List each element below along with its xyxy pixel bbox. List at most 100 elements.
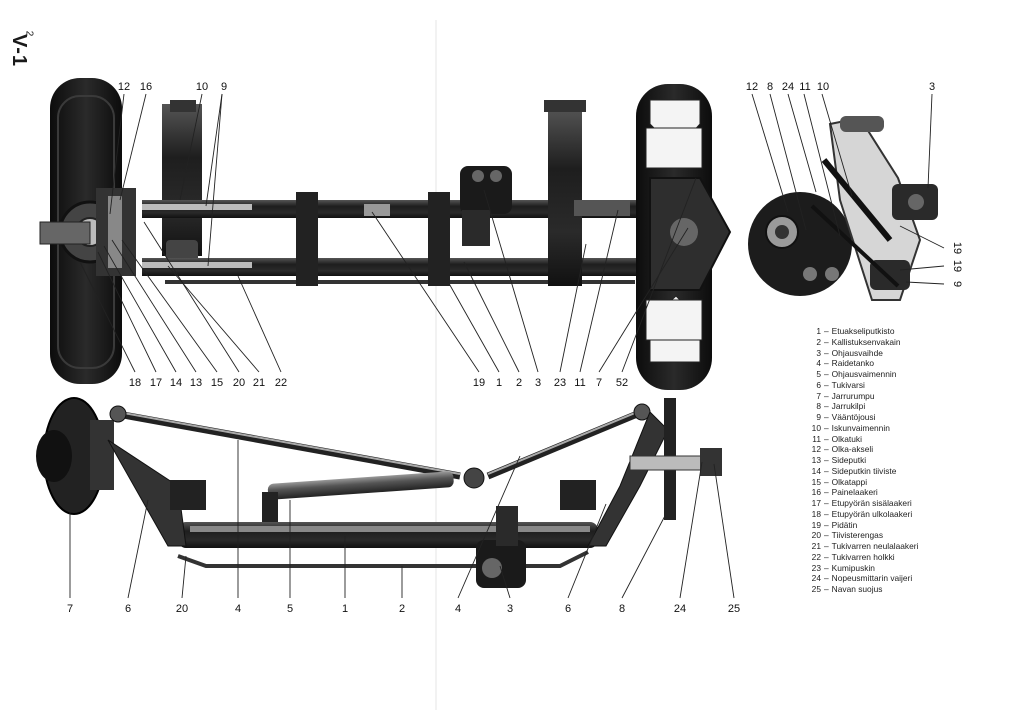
legend-label: Olka-akseli <box>831 444 874 455</box>
legend-label: Tukivarren neulalaakeri <box>831 541 919 551</box>
legend-number: 2 <box>816 336 821 347</box>
legend-item: 25–Navan suojus <box>808 584 1018 595</box>
legend-dash: – <box>824 369 829 379</box>
callout-label: 24 <box>674 603 686 615</box>
callout-label: 3 <box>507 603 513 615</box>
top-view-figure <box>39 78 732 390</box>
legend-dash: – <box>824 487 829 498</box>
callout-label: 19 <box>951 260 963 272</box>
callout-label: 24 <box>782 81 794 93</box>
legend-item: 24–Nopeusmittarin vaijeri <box>808 573 1018 584</box>
steering-damper <box>267 471 454 500</box>
callout-label: 3 <box>929 81 935 93</box>
legend-item: 17–Etupyörän sisälaakeri <box>808 498 1018 509</box>
legend-item: 16–Painelaakeri <box>808 487 1018 498</box>
legend-label: Pidätin <box>831 519 858 530</box>
callout-label: 17 <box>150 377 162 389</box>
legend-number: 15 <box>811 476 821 487</box>
legend-number: 16 <box>811 487 821 498</box>
legend-dash: – <box>824 358 829 369</box>
legend-label: Vääntöjousi <box>831 412 876 422</box>
callout-labels: 12 16 10 9 18 17 14 13 15 20 21 22 19 1 … <box>67 81 963 615</box>
legend-number: 8 <box>816 401 821 412</box>
legend-dash: – <box>824 336 829 347</box>
legend-label: Kumipuskin <box>831 562 875 573</box>
stabilizer-bar <box>177 550 589 568</box>
legend-number: 20 <box>811 530 821 541</box>
legend-number: 1 <box>816 326 821 336</box>
side-steering-box <box>476 506 526 588</box>
legend-number: 9 <box>816 412 821 422</box>
tie-rod-short <box>486 408 644 480</box>
callout-label: 19 <box>951 242 963 254</box>
callout-label: 22 <box>275 377 287 389</box>
callout-label: 18 <box>129 377 141 389</box>
callout-label: 9 <box>951 281 963 287</box>
legend-item: 8–Jarrukilpi <box>808 401 1018 412</box>
callout-label: 23 <box>554 377 566 389</box>
callout-label: 8 <box>767 81 773 93</box>
legend-dash: – <box>824 379 829 390</box>
legend-dash: – <box>824 498 829 508</box>
legend-number: 7 <box>816 390 821 401</box>
legend-item: 20–Tiivisterengas <box>808 530 1018 541</box>
callout-label: 2 <box>399 603 405 615</box>
legend-label: Etupyörän sisälaakeri <box>831 498 912 508</box>
legend-number: 6 <box>816 379 821 390</box>
callout-label: 7 <box>67 603 73 615</box>
legend-label: Ohjausvaimennin <box>831 369 897 379</box>
callout-label: 12 <box>118 81 130 93</box>
callout-label: 6 <box>125 603 131 615</box>
side-view-figure <box>36 397 722 588</box>
upper-axle-tube <box>142 200 642 218</box>
callout-label: 9 <box>221 81 227 93</box>
callout-label: 11 <box>799 81 810 93</box>
legend-item: 22–Tukivarren holkki <box>808 552 1018 563</box>
legend-label: Etupyörän ulkolaakeri <box>831 508 913 519</box>
legend-label: Jarrurumpu <box>831 390 875 401</box>
legend-dash: – <box>824 422 829 433</box>
callout-label: 10 <box>817 81 829 93</box>
legend-number: 22 <box>811 551 821 562</box>
legend-number: 21 <box>811 541 821 551</box>
callout-label: 10 <box>196 81 208 93</box>
callout-label: 16 <box>140 81 152 93</box>
legend-dash: – <box>824 347 829 358</box>
legend-label: Tiivisterengas <box>831 530 884 541</box>
steering-box <box>460 166 512 246</box>
legend-item: 14–Sideputkin tiiviste <box>808 466 1018 477</box>
callout-label: 3 <box>535 377 541 389</box>
legend-item: 19–Pidätin <box>808 520 1018 531</box>
legend-number: 18 <box>811 508 821 519</box>
legend-dash: – <box>824 390 829 401</box>
callout-label: 4 <box>235 603 241 615</box>
legend-item: 2–Kallistuksenvakain <box>808 337 1018 348</box>
legend-dash: – <box>824 412 829 422</box>
legend-label: Jarrukilpi <box>831 401 866 412</box>
legend-label: Etuakseliputkisto <box>831 326 895 336</box>
legend-label: Sideputkin tiiviste <box>831 465 897 476</box>
legend-dash: – <box>824 584 829 594</box>
legend-label: Tukivarren holkki <box>831 551 895 562</box>
callout-label: 2 <box>516 377 522 389</box>
callout-label: 4 <box>455 603 461 615</box>
legend-dash: – <box>824 551 829 562</box>
legend-dash: – <box>824 444 829 455</box>
legend-item: 1–Etuakseliputkisto <box>808 326 1018 337</box>
callout-label: 20 <box>233 377 245 389</box>
legend-label: Navan suojus <box>831 584 883 594</box>
legend-item: 15–Olkatappi <box>808 477 1018 488</box>
legend-item: 18–Etupyörän ulkolaakeri <box>808 509 1018 520</box>
legend-item: 5–Ohjausvaimennin <box>808 369 1018 380</box>
legend-dash: – <box>824 476 829 487</box>
support-bracket <box>828 116 922 301</box>
legend-label: Olkatuki <box>831 433 862 444</box>
legend-number: 11 <box>812 433 821 444</box>
legend-label: Raidetanko <box>831 358 875 369</box>
legend-dash: – <box>824 401 829 412</box>
legend-label: Kallistuksenvakain <box>831 336 901 347</box>
legend-number: 14 <box>811 465 821 476</box>
callout-label: 20 <box>176 603 188 615</box>
legend-item: 23–Kumipuskin <box>808 563 1018 574</box>
